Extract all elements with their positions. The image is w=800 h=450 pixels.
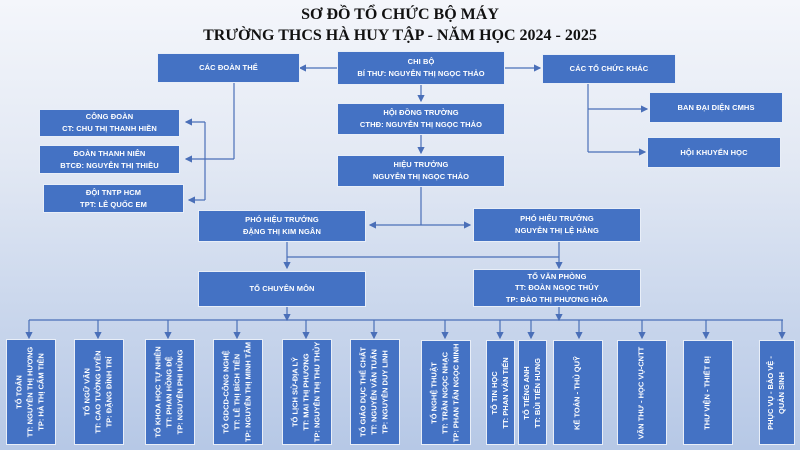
- pho-hieu-truong-1-title: PHÓ HIỆU TRƯỞNG: [245, 215, 319, 225]
- to-deputy: TP: NGUYỄN THỊ THU THỦY: [312, 341, 322, 443]
- to-label: TỔ LỊCH SỬ-ĐỊA LÝ: [290, 356, 300, 428]
- ban-dai-dien-cmhs-label: BAN ĐẠI DIỆN CMHS: [677, 102, 755, 112]
- pho-hieu-truong-1-name: ĐẶNG THỊ KIM NGÂN: [243, 227, 321, 236]
- to-head: TT: PHAN HỒNG ĐỆ: [164, 356, 174, 428]
- to-label: TỔ GDCD-CÔNG NGHỆ: [221, 350, 231, 434]
- to-head: TT: NGUYỄN VĂN TUẤN: [369, 349, 379, 435]
- to-label: TỔ NGHỆ THUẬT: [429, 361, 439, 424]
- to-head: TT: LÊ THỊ BÍCH TIÊN: [232, 353, 242, 431]
- to-head: TT: CAO TƯỜNG UYÊN: [93, 350, 103, 434]
- doan-thanh-nien-title: ĐOÀN THANH NIÊN: [73, 148, 146, 158]
- to-label: TỔ GIÁO DỤC THỂ CHẤT: [358, 347, 368, 437]
- to-chuyen-mon-label: TỔ CHUYÊN MÔN: [249, 284, 315, 294]
- cac-doan-the-label: CÁC ĐOÀN THỂ: [199, 63, 258, 73]
- to-head: TT: PHAN VĂN TIẾN: [500, 356, 510, 429]
- to-van-phong-title: TỔ VĂN PHÒNG: [527, 272, 587, 282]
- hieu-truong-name: NGUYỄN THỊ NGỌC THẢO: [372, 172, 470, 181]
- hoi-dong-truong-chair: CTHĐ: NGUYỄN THỊ NGỌC THẢO: [359, 120, 483, 129]
- doan-thanh-nien-secretary: BTCĐ: NGUYỄN THỊ THIỀU: [60, 160, 159, 170]
- to-label: TỔ KHOA HỌC TỰ NHIÊN: [153, 346, 163, 438]
- to-deputy: TP: NGUYỄN THỊ MINH TÂM: [243, 342, 253, 442]
- chi-bo-box[interactable]: CHI BỘ BÍ THƯ: NGUYỄN THỊ NGỌC THẢO: [337, 51, 505, 85]
- to-label: THƯ VIỆN - THIẾT BỊ: [702, 355, 712, 430]
- hoi-khuyen-hoc-box[interactable]: HỘI KHUYẾN HỌC: [647, 137, 781, 168]
- pho-hieu-truong-1-box[interactable]: PHÓ HIỆU TRƯỞNG ĐẶNG THỊ KIM NGÂN: [198, 210, 366, 242]
- to-deputy: TP: HÀ THỊ CẨM TIÊN: [36, 353, 46, 431]
- to-label: PHỤC VỤ - BẢO VỆ -: [766, 355, 776, 430]
- doi-tntp-box[interactable]: ĐỘI TNTP HCM TPT: LÊ QUỐC EM: [43, 184, 184, 213]
- ban-dai-dien-cmhs-box[interactable]: BAN ĐẠI DIỆN CMHS: [649, 92, 783, 123]
- cac-doan-the-box[interactable]: CÁC ĐOÀN THỂ: [157, 53, 300, 83]
- chi-bo-title: CHI BỘ: [407, 57, 435, 67]
- to-deputy: TP: NGUYỄN PHI HÙNG: [175, 349, 185, 435]
- hoi-khuyen-hoc-label: HỘI KHUYẾN HỌC: [680, 147, 748, 157]
- to-head: TT: TRẦN NGỌC NHẠC: [440, 351, 450, 434]
- pho-hieu-truong-2-title: PHÓ HIỆU TRƯỞNG: [520, 214, 594, 224]
- chi-bo-secretary: BÍ THƯ: NGUYỄN THỊ NGỌC THẢO: [357, 69, 485, 78]
- to-label: TỔ NGỮ VĂN: [82, 368, 92, 416]
- to-label-2: QUẢN SINH: [777, 371, 786, 414]
- to-label: TỔ TIẾNG ANH: [521, 365, 531, 420]
- to-head: TT: MAI THỊ PHƯƠNG: [301, 353, 311, 431]
- van-thu-hoc-vu-box[interactable]: VĂN THƯ - HỌC VỤ-CNTT: [617, 340, 667, 445]
- to-deputy: TP: NGUYỄN DUY LINH: [380, 350, 390, 434]
- cong-doan-chair: CT: CHU THỊ THANH HIỀN: [62, 124, 157, 133]
- cong-doan-title: CÔNG ĐOÀN: [85, 112, 134, 122]
- to-van-phong-deputy: TP: ĐÀO THỊ PHƯƠNG HÒA: [505, 294, 609, 304]
- hieu-truong-title: HIỆU TRƯỞNG: [393, 160, 449, 170]
- to-label: KẾ TOÁN - THỦ QUỸ: [572, 355, 582, 430]
- pho-hieu-truong-2-box[interactable]: PHÓ HIỆU TRƯỞNG NGUYỄN THỊ LỆ HẰNG: [473, 208, 641, 242]
- to-deputy: TP: PHAN TẤN NGỌC MINH: [451, 343, 461, 442]
- to-head: TT: NGUYỄN THỊ HƯƠNG: [25, 346, 35, 438]
- to-deputy: TP: ĐẶNG ĐÌNH TRÍ: [104, 356, 114, 428]
- chart-title: SƠ ĐỒ TỔ CHỨC BỘ MÁY: [301, 6, 499, 23]
- to-chuyen-mon-box[interactable]: TỔ CHUYÊN MÔN: [198, 271, 366, 307]
- hoi-dong-truong-box[interactable]: HỘI ĐỒNG TRƯỜNG CTHĐ: NGUYỄN THỊ NGỌC TH…: [337, 103, 505, 135]
- to-label: TỔ TIN HỌC: [489, 370, 499, 415]
- hoi-dong-truong-title: HỘI ĐỒNG TRƯỜNG: [383, 108, 459, 118]
- cac-to-chuc-khac-box[interactable]: CÁC TỔ CHỨC KHÁC: [542, 54, 676, 84]
- chart-subtitle: TRƯỜNG THCS HÀ HUY TẬP - NĂM HỌC 2024 - …: [203, 27, 597, 44]
- doan-thanh-nien-box[interactable]: ĐOÀN THANH NIÊN BTCĐ: NGUYỄN THỊ THIỀU: [39, 145, 180, 174]
- cac-to-chuc-khac-label: CÁC TỔ CHỨC KHÁC: [569, 64, 649, 74]
- pho-hieu-truong-2-name: NGUYỄN THỊ LỆ HẰNG: [515, 226, 599, 235]
- hieu-truong-box[interactable]: HIỆU TRƯỞNG NGUYỄN THỊ NGỌC THẢO: [337, 155, 505, 187]
- to-van-phong-box[interactable]: TỔ VĂN PHÒNG TT: ĐOÀN NGỌC THỦY TP: ĐÀO …: [473, 269, 641, 307]
- phuc-vu-bao-ve-box[interactable]: PHỤC VỤ - BẢO VỆ -QUẢN SINH: [759, 340, 795, 445]
- to-label: TỔ TOÁN: [14, 375, 24, 409]
- thu-vien-thiet-bi-box[interactable]: THƯ VIỆN - THIẾT BỊ: [683, 340, 733, 445]
- cong-doan-box[interactable]: CÔNG ĐOÀN CT: CHU THỊ THANH HIỀN: [39, 109, 180, 137]
- to-head: TT: BÙI TIẾN HƯNG: [532, 357, 542, 428]
- to-label: VĂN THƯ - HỌC VỤ-CNTT: [636, 346, 646, 439]
- to-van-phong-head: TT: ĐOÀN NGỌC THỦY: [515, 283, 599, 293]
- doi-tntp-title: ĐỘI TNTP HCM: [85, 187, 142, 197]
- doi-tntp-leader: TPT: LÊ QUỐC EM: [80, 199, 147, 209]
- ke-toan-thu-quy-box[interactable]: KẾ TOÁN - THỦ QUỸ: [553, 340, 603, 445]
